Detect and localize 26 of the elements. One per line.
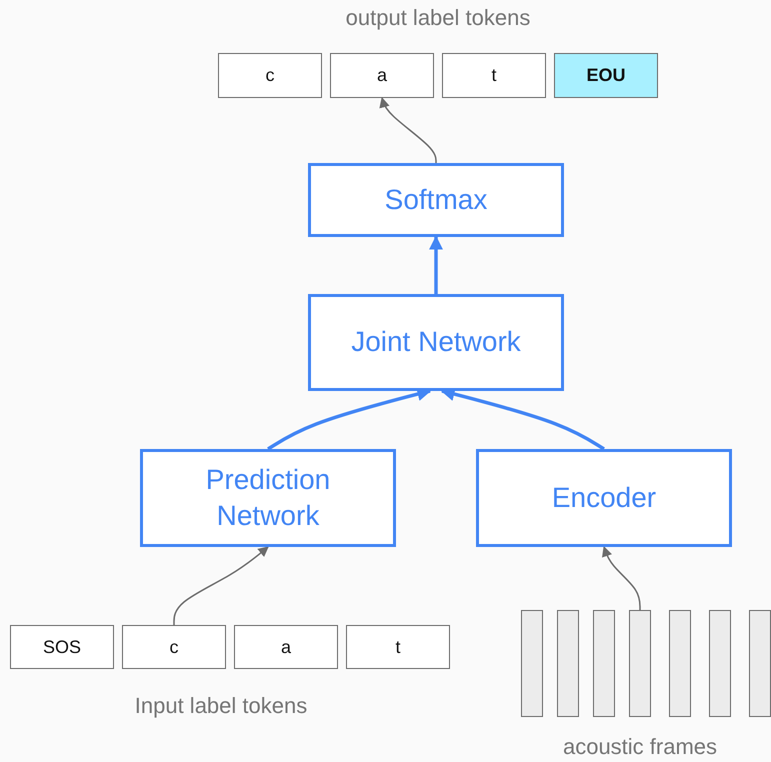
token-box: a xyxy=(234,625,338,669)
token-box: SOS xyxy=(10,625,114,669)
frame-bar xyxy=(709,610,731,717)
frame-bar xyxy=(593,610,615,717)
arrow xyxy=(379,96,437,163)
frame-bar xyxy=(629,610,651,717)
arrow xyxy=(429,236,443,294)
caption-text: acoustic frames xyxy=(562,734,718,760)
token-box: a xyxy=(330,53,434,98)
token-box: c xyxy=(122,625,226,669)
frame-bar xyxy=(749,610,771,717)
caption-text: output label tokens xyxy=(346,5,530,31)
caption-text: Input label tokens xyxy=(134,693,308,719)
arrow xyxy=(602,546,641,610)
token-box: c xyxy=(218,53,322,98)
frame-bar xyxy=(669,610,691,717)
process-box: Joint Network xyxy=(308,294,564,391)
frame-bar xyxy=(557,610,579,717)
frame-bar xyxy=(521,610,543,717)
process-box: Softmax xyxy=(308,163,564,237)
token-box: t xyxy=(346,625,450,669)
process-box: Encoder xyxy=(476,449,732,547)
token-box: t xyxy=(442,53,546,98)
arrow xyxy=(173,546,269,625)
process-box: Prediction Network xyxy=(140,449,396,547)
token-box: EOU xyxy=(554,53,658,98)
